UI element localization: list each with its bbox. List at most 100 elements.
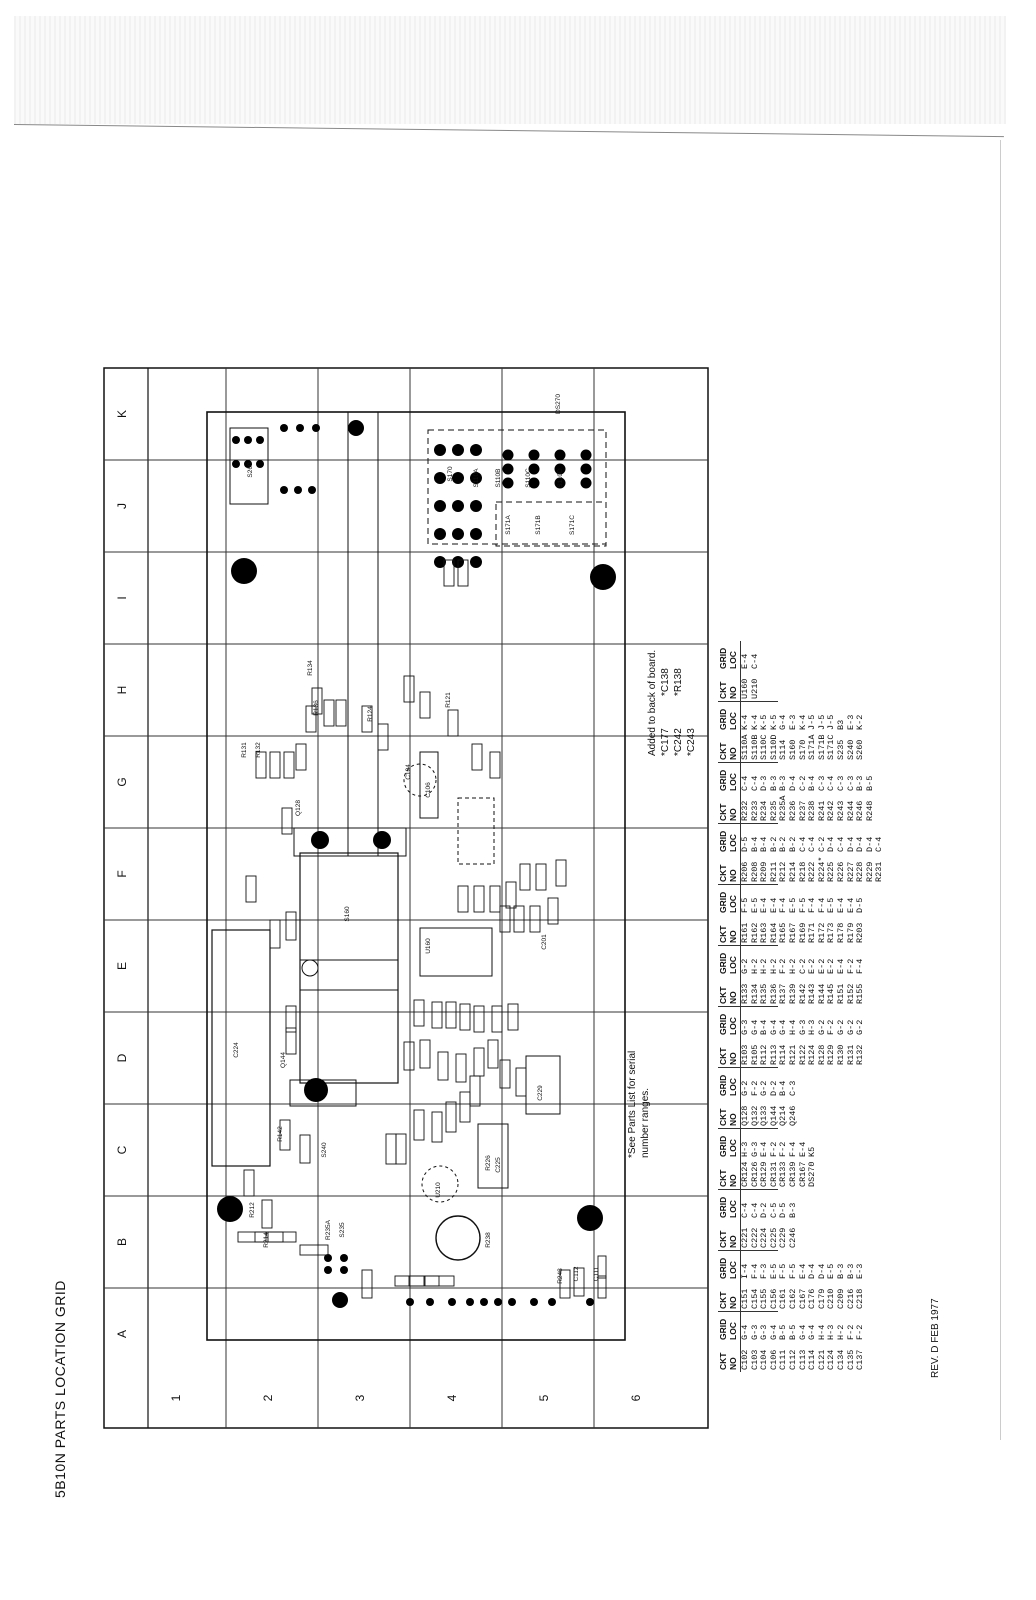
- table-header: CKT NO GRID LOC: [718, 1190, 741, 1250]
- table-cell: F-4: [855, 958, 866, 974]
- component-outline: [499, 905, 511, 933]
- component-outline: [285, 911, 297, 941]
- added-item: *C242: [673, 728, 684, 756]
- board-label: R132: [255, 742, 262, 758]
- header-cell: GRID LOC: [718, 1196, 738, 1218]
- solder-pad: [280, 424, 288, 432]
- table-cell: C-4: [749, 653, 760, 669]
- header-cell: GRID LOC: [718, 769, 738, 791]
- component-outline: [361, 705, 373, 733]
- component-outline: [457, 885, 469, 913]
- board-label: S240: [321, 1142, 328, 1158]
- board-label: R212: [249, 1202, 256, 1218]
- solder-pad: [448, 1298, 456, 1306]
- board-label: R214: [263, 1232, 270, 1248]
- switch-pad: [580, 463, 592, 475]
- table-cell: R132: [855, 1044, 866, 1065]
- switch-pad: [554, 449, 566, 461]
- board-label: R131: [241, 742, 248, 758]
- component-outline: [559, 1269, 571, 1299]
- component-outline: [573, 1267, 585, 1297]
- table-cell: C218: [855, 1288, 866, 1309]
- board-label: S235: [339, 1222, 346, 1238]
- table-cell: R231: [874, 861, 885, 882]
- table-cell: K-2: [855, 714, 866, 730]
- component-outline: [423, 1275, 455, 1287]
- header-cell: CKT NO: [718, 1230, 738, 1248]
- component-outline: [459, 1091, 471, 1123]
- board-label: S110A: [473, 468, 480, 488]
- board-label: S160: [344, 906, 351, 922]
- switch-pad: [434, 444, 446, 456]
- table-cell: C-4: [874, 836, 885, 852]
- revision-label: REV. D FEB 1977: [930, 1298, 941, 1378]
- board-label: U210: [435, 1182, 442, 1198]
- header-cell: CKT NO: [718, 1108, 738, 1126]
- switch-pad: [528, 463, 540, 475]
- solder-pad: [324, 1266, 332, 1274]
- header-cell: CKT NO: [718, 803, 738, 821]
- header-cell: CKT NO: [718, 1047, 738, 1065]
- component-outline: [385, 1133, 397, 1165]
- solder-pad: [324, 1254, 332, 1262]
- grid-letter-F: F: [115, 870, 129, 877]
- table-cell: DS270: [807, 1161, 818, 1187]
- header-cell: GRID LOC: [718, 1257, 738, 1279]
- board-label: R248: [557, 1268, 564, 1284]
- added-note: Added to back of board. *C177 *C138 *C24…: [646, 596, 698, 756]
- board-label: S171A: [505, 515, 512, 535]
- component-outline: [443, 559, 455, 587]
- board-label: S171C: [569, 515, 576, 535]
- switch-pad: [452, 500, 464, 512]
- header-cell: GRID LOC: [718, 830, 738, 852]
- page-title: 5B10N PARTS LOCATION GRID: [52, 1280, 68, 1498]
- component-outline: [513, 905, 525, 933]
- component-outline: [335, 699, 347, 727]
- switch-pad: [528, 477, 540, 489]
- solder-pad: [312, 424, 320, 432]
- solder-pad: [426, 1298, 434, 1306]
- component-outline: [547, 897, 559, 925]
- grid-letter-B: B: [115, 1238, 129, 1246]
- table-cell: C246: [787, 1227, 798, 1248]
- table-cell: S260: [855, 739, 866, 760]
- board-label: R134: [307, 660, 314, 676]
- board-label: C201: [541, 934, 548, 950]
- component-outline: [431, 1111, 443, 1143]
- switch-pad: [502, 477, 514, 489]
- header-cell: CKT NO: [718, 986, 738, 1004]
- component-outline: [535, 863, 547, 891]
- solder-pad: [548, 1298, 556, 1306]
- component-outline: [311, 687, 323, 715]
- header-cell: CKT NO: [718, 925, 738, 943]
- board-label: S171B: [535, 515, 542, 535]
- table-cell: R203: [855, 922, 866, 943]
- board-label: C106: [425, 782, 432, 798]
- switch-pad: [244, 436, 252, 444]
- header-cell: CKT NO: [718, 1291, 738, 1309]
- component-outline: [519, 863, 531, 891]
- component-outline: [489, 751, 501, 779]
- solder-pad: [530, 1298, 538, 1306]
- switch-pad: [502, 463, 514, 475]
- switch-pad: [452, 528, 464, 540]
- component-outline: [499, 1059, 511, 1089]
- component-outline: [529, 905, 541, 933]
- component-outline: [473, 1047, 485, 1077]
- table-cell: E-3: [855, 1263, 866, 1279]
- grid-letter-H: H: [115, 686, 129, 695]
- switch-pad: [554, 477, 566, 489]
- board-label: S110C: [525, 468, 532, 488]
- board-label: S110B: [495, 468, 502, 487]
- switch-pad: [232, 436, 240, 444]
